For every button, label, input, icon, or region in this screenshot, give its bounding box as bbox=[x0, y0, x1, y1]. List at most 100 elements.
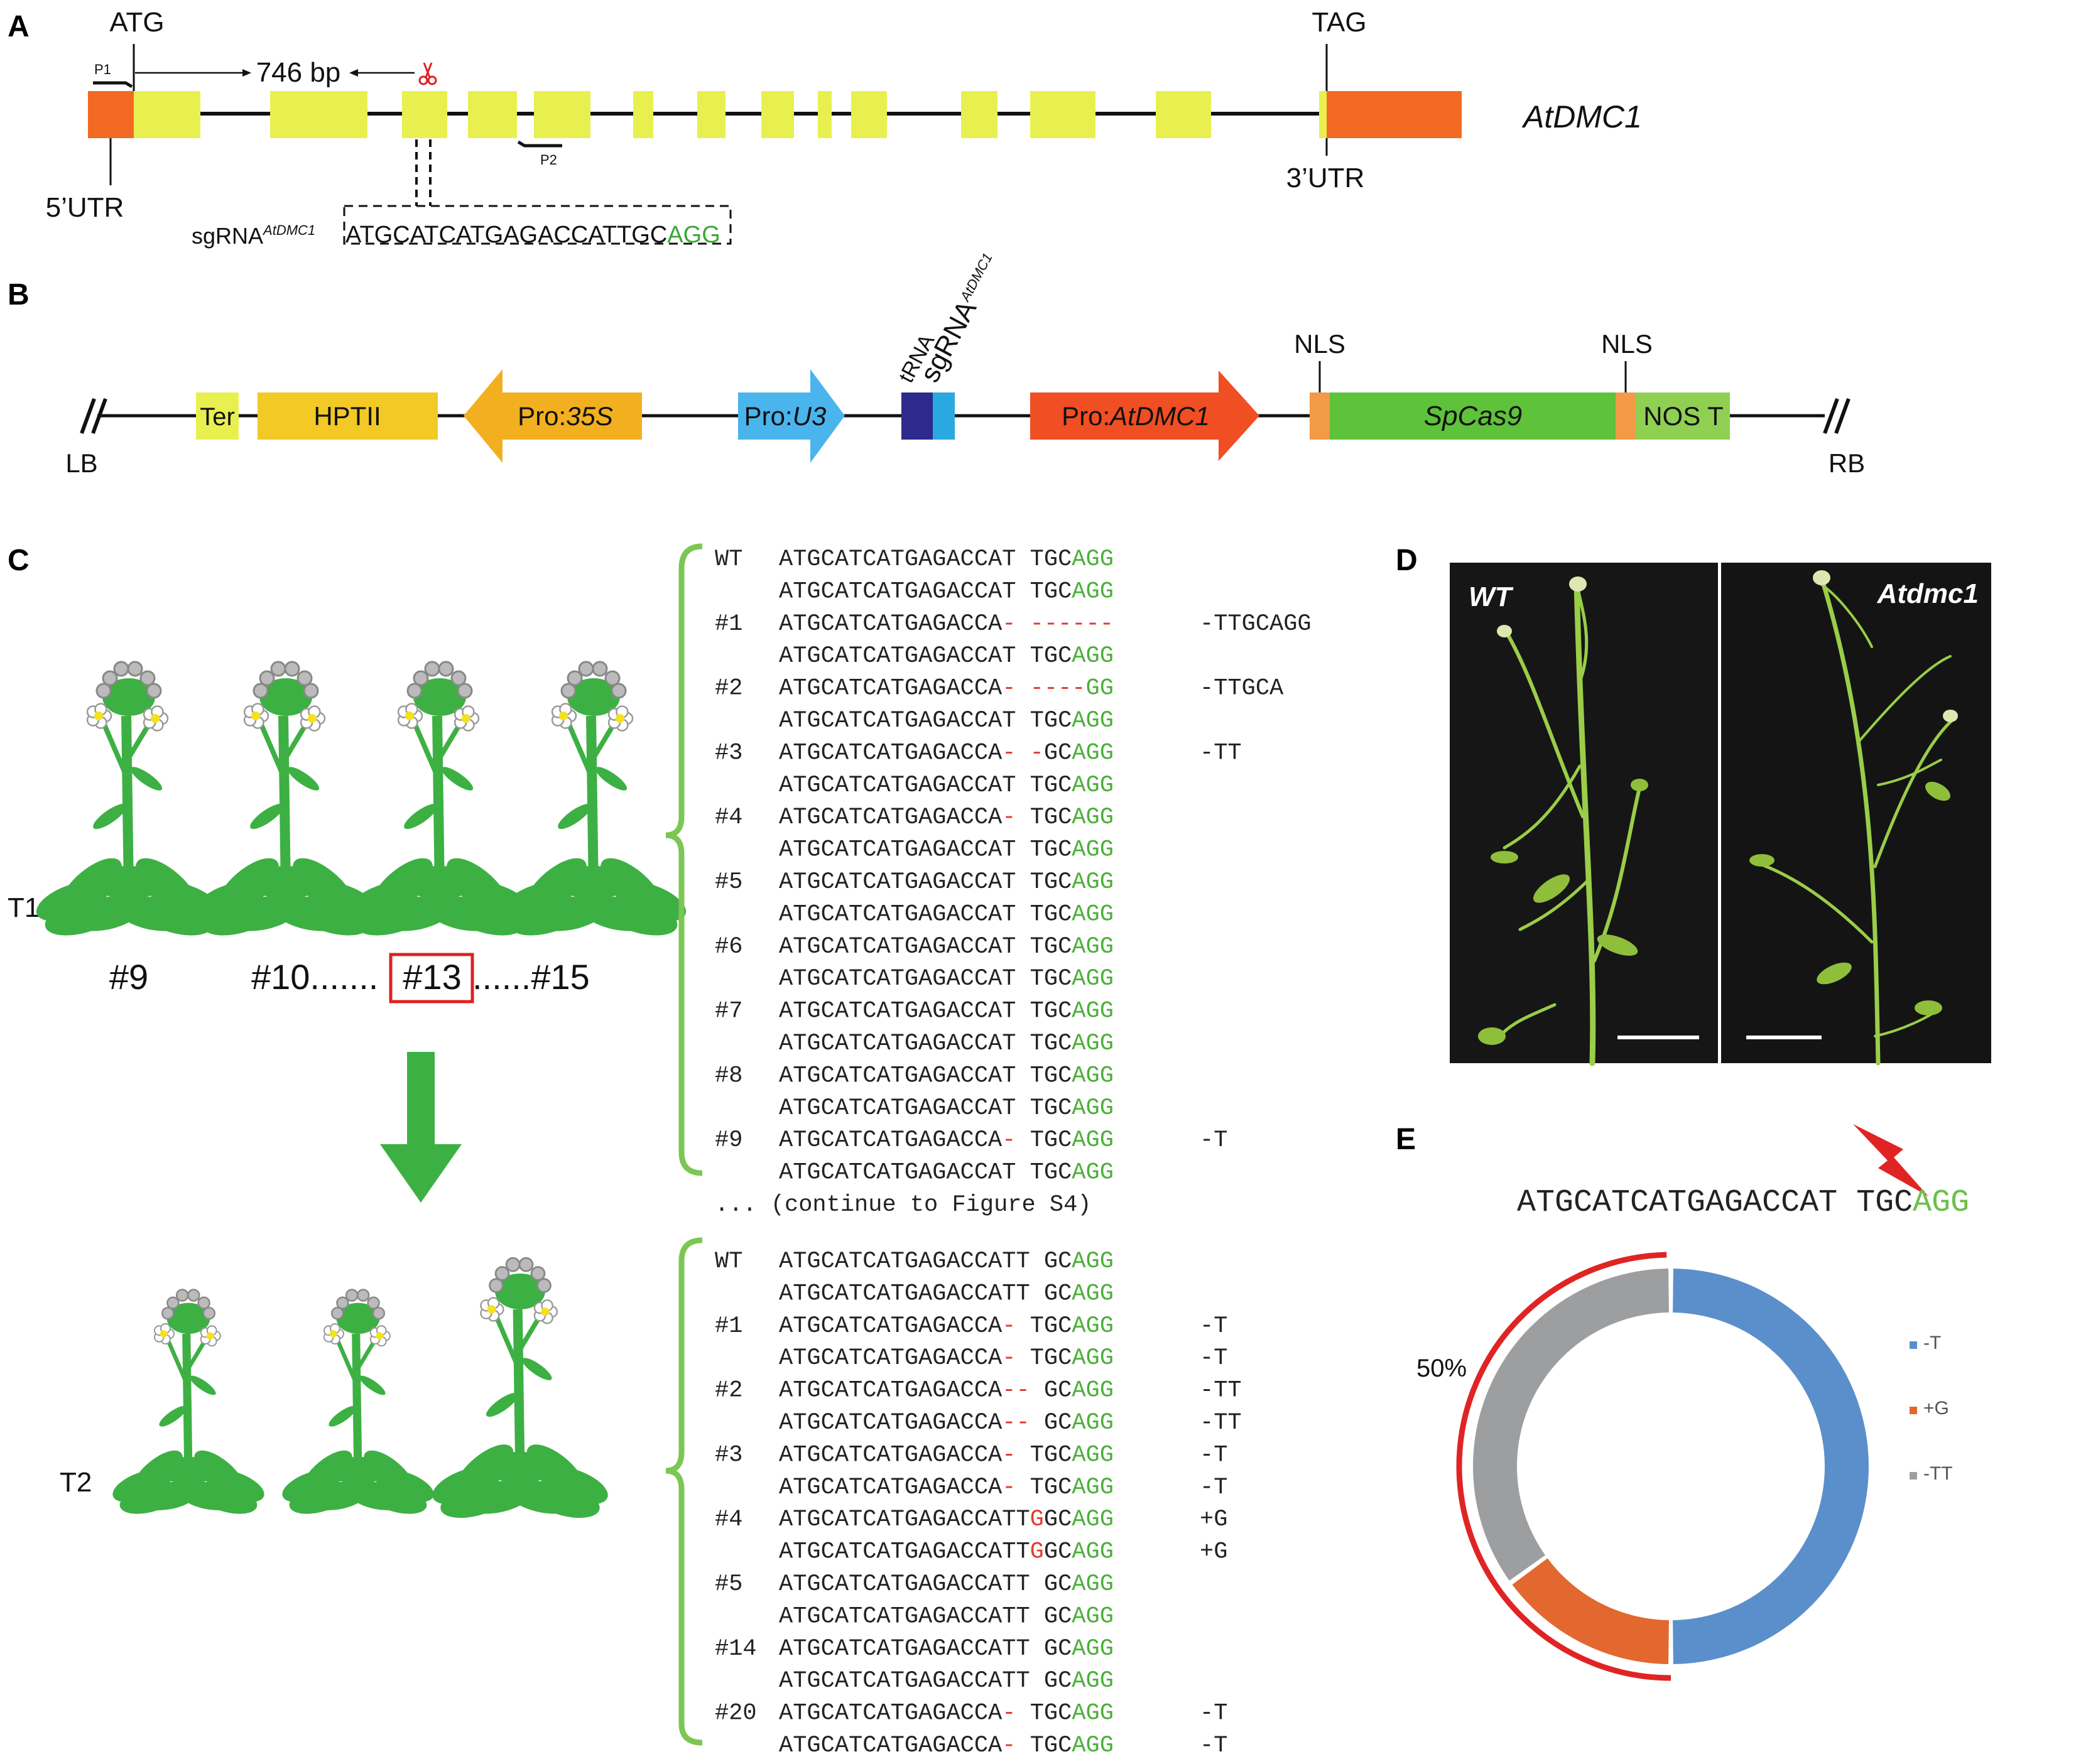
sequence-row: ATGCATCATGAGACCATT GCAGG bbox=[779, 1248, 1114, 1275]
utr3-label: 3’UTR bbox=[1286, 163, 1365, 193]
sequence-row: ATGCATCATGAGACCA- TGCAGG bbox=[779, 1442, 1114, 1468]
panel-e-label: E bbox=[1396, 1123, 1416, 1156]
plant-icon bbox=[347, 661, 533, 936]
sequence-row: ATGCATCATGAGACCA- ------ bbox=[779, 611, 1114, 637]
panel-e-sequence: ATGCATCATGAGACCAT TGCAGG bbox=[1517, 1185, 1969, 1221]
exon bbox=[1156, 91, 1211, 138]
sample-id: #2 bbox=[715, 1378, 742, 1404]
sequence-row: ATGCATCATGAGACCAT TGCAGG bbox=[779, 869, 1114, 896]
sample-id: #1 bbox=[715, 1313, 742, 1339]
ter-box bbox=[196, 392, 239, 440]
sample-id: #2 bbox=[715, 676, 742, 702]
exon bbox=[761, 91, 794, 138]
donut-slice bbox=[1673, 1269, 1869, 1664]
exon bbox=[961, 91, 997, 138]
sequence-row: ATGCATCATGAGACCA- TGCAGG bbox=[779, 804, 1114, 831]
sample-id: #6 bbox=[715, 934, 742, 960]
mutation-note: +G bbox=[1200, 1539, 1227, 1566]
legend-label: -T bbox=[1923, 1333, 1941, 1353]
gene-name: AtDMC1 bbox=[1521, 99, 1642, 134]
mutant-inflorescence bbox=[1757, 575, 1955, 1066]
p1-label: P1 bbox=[94, 62, 111, 77]
sample-id: #20 bbox=[715, 1701, 757, 1727]
legend-label: +G bbox=[1923, 1398, 1949, 1419]
sample-id: #7 bbox=[715, 998, 742, 1025]
sample-id: #9 bbox=[715, 1127, 742, 1154]
p1-arrow bbox=[93, 81, 133, 89]
distance-arrowhead-right bbox=[242, 69, 251, 77]
sequence-row: ATGCATCATGAGACCAT TGCAGG bbox=[779, 708, 1114, 734]
distance-arrowhead-left bbox=[349, 69, 358, 77]
sequence-row: ATGCATCATGAGACCAT TGCAGG bbox=[779, 966, 1114, 992]
mutant-leaves bbox=[1749, 570, 1958, 1015]
sgrna-sequence: ATGCATCATGAGACCATTGCAGG bbox=[345, 222, 720, 248]
plant-illustrations bbox=[36, 661, 687, 1518]
rb-label: RB bbox=[1829, 448, 1865, 478]
sequence-row: ATGCATCATGAGACCATTGGCAGG bbox=[779, 1507, 1114, 1533]
plant-id-10: #10....... bbox=[251, 957, 378, 997]
sequence-row: ATGCATCATGAGACCA-- GCAGG bbox=[779, 1378, 1114, 1404]
utr3-box bbox=[1327, 91, 1462, 138]
pro-u3-label: Pro:U3 bbox=[744, 401, 827, 431]
nos-t-label: NOS T bbox=[1643, 401, 1724, 431]
mutation-note: -T bbox=[1200, 1701, 1227, 1727]
mutation-note: -T bbox=[1200, 1442, 1227, 1468]
legend-swatch bbox=[1910, 1407, 1917, 1414]
sequence-row: ATGCATCATGAGACCATT GCAGG bbox=[779, 1280, 1114, 1307]
sgrna-callout-box bbox=[343, 205, 732, 245]
sequence-row: ATGCATCATGAGACCAT TGCAGG bbox=[779, 1095, 1114, 1122]
panel-b: B LB RB Ter HPTII Pro:35S Pro:U3 tRNA sg… bbox=[8, 249, 1865, 478]
plant-icon bbox=[501, 661, 687, 936]
legend-label: -TT bbox=[1923, 1463, 1953, 1484]
exon bbox=[818, 91, 832, 138]
panel-d-label: D bbox=[1396, 544, 1418, 577]
wt-photo-label: WT bbox=[1469, 582, 1514, 612]
exons bbox=[134, 91, 1327, 138]
tag-label: TAG bbox=[1312, 7, 1366, 38]
p2-label: P2 bbox=[540, 152, 557, 168]
exon bbox=[270, 91, 367, 138]
pro-u3-arrow bbox=[738, 369, 845, 463]
t2-brace bbox=[665, 1237, 703, 1746]
sgrna-label: sgRNAAtDMC1 bbox=[192, 222, 315, 249]
panel-d: D WT Atdmc1 bbox=[1396, 544, 1991, 1066]
sample-id: #3 bbox=[715, 1442, 742, 1468]
mutation-note: -TT bbox=[1200, 1410, 1242, 1436]
distance-label: 746 bp bbox=[256, 57, 341, 88]
p2-arrow bbox=[517, 140, 562, 148]
sequence-row: ATGCATCATGAGACCA- TGCAGG bbox=[779, 1345, 1114, 1372]
sample-id: #1 bbox=[715, 611, 742, 637]
nls-box bbox=[1616, 392, 1636, 440]
sample-id: #4 bbox=[715, 1507, 742, 1533]
mutation-note: -TT bbox=[1200, 1378, 1242, 1404]
mutation-note: -T bbox=[1200, 1345, 1227, 1372]
mutation-note: -T bbox=[1200, 1127, 1227, 1154]
pro-atdmc1-arrow bbox=[1030, 371, 1259, 461]
exon bbox=[633, 91, 653, 138]
scissors-icon bbox=[418, 62, 437, 85]
sample-id: #5 bbox=[715, 869, 742, 896]
sgrna-rot-label: sgRNAAtDMC1 bbox=[915, 249, 1008, 387]
sequence-row: ATGCATCATGAGACCATT GCAGG bbox=[779, 1636, 1114, 1662]
plant-id-9: #9 bbox=[109, 957, 148, 997]
plant-icon bbox=[36, 661, 222, 936]
plant-id-13: #13 bbox=[403, 957, 461, 997]
cut-site-bolt-icon bbox=[1853, 1124, 1928, 1196]
sample-id: #14 bbox=[715, 1636, 757, 1662]
sequence-row: ATGCATCATGAGACCA- ----GG bbox=[779, 676, 1114, 702]
sequence-row: ATGCATCATGAGACCA- TGCAGG bbox=[779, 1313, 1114, 1339]
mutant-photo bbox=[1721, 563, 1991, 1063]
t1-brace bbox=[665, 543, 703, 1176]
panel-b-label: B bbox=[8, 278, 30, 311]
sequence-row: ATGCATCATGAGACCAT TGCAGG bbox=[779, 998, 1114, 1025]
panel-e: E ATGCATCATGAGACCAT TGCAGG 50% -T+G-TT bbox=[1396, 1123, 1969, 1681]
donut-slice bbox=[1473, 1269, 1669, 1581]
mutation-note: -T bbox=[1200, 1733, 1227, 1759]
sequence-row: ATGCATCATGAGACCAT TGCAGG bbox=[779, 772, 1114, 799]
utr5-label: 5’UTR bbox=[46, 192, 124, 223]
plant-icon bbox=[282, 1289, 434, 1514]
donut-slice bbox=[1512, 1558, 1669, 1664]
mutant-photo-label: Atdmc1 bbox=[1877, 578, 1979, 609]
